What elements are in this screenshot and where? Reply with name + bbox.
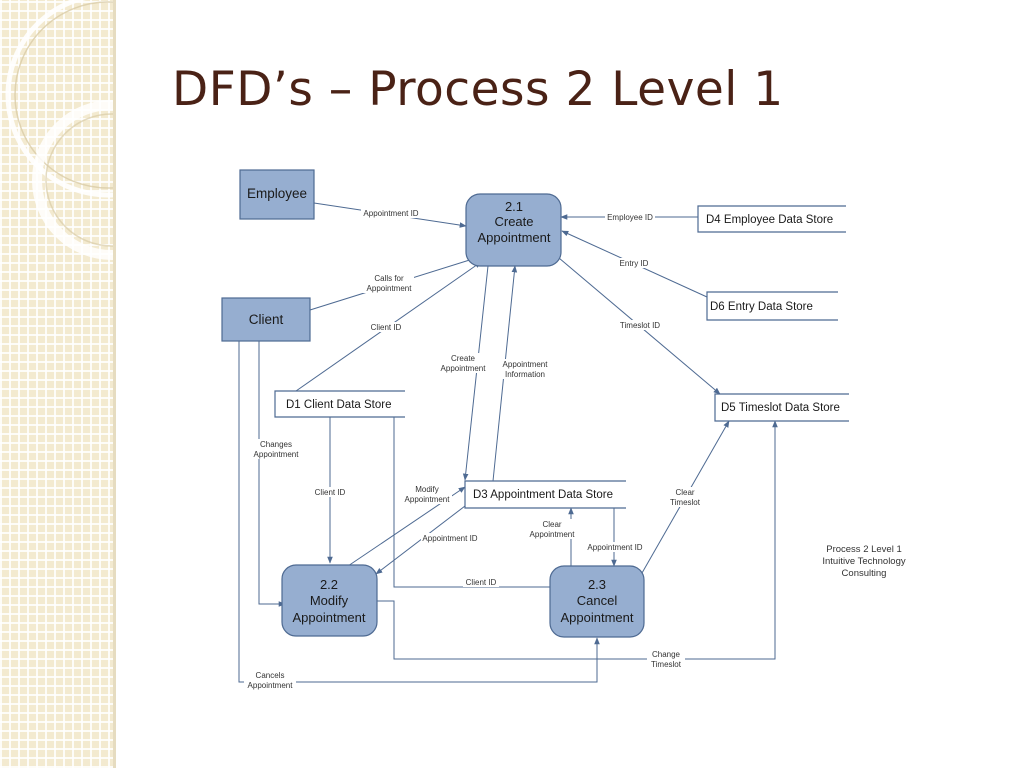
sidebar-rings-graphic: [5, 0, 113, 260]
flow-d1-to-cancel: [393, 417, 556, 606]
flow-label-modify: Modify: [415, 485, 439, 494]
process-2-2-line2: Appointment: [293, 610, 366, 625]
flow-client-to-modify: [258, 341, 286, 607]
sidebar-divider: [113, 0, 116, 768]
process-2-3-number: 2.3: [588, 577, 606, 592]
process-2-3-line2: Appointment: [561, 610, 634, 625]
data-store-d6-label: D6 Entry Data Store: [710, 301, 813, 313]
data-store-d4-label: D4 Employee Data Store: [706, 214, 833, 226]
flow-label-client-id-modify: Client ID: [315, 488, 346, 497]
flow-label-appointment-id-cancel: Appointment ID: [587, 543, 642, 552]
flow-label-clear-timeslot: Timeslot: [670, 498, 701, 507]
process-2-2-line1: Modify: [310, 593, 349, 608]
data-store-d3-label: D3 Appointment Data Store: [473, 489, 613, 501]
flow-label-modify-appointment: Appointment: [405, 495, 451, 504]
flow-label-cancels-appointment: Appointment: [248, 681, 294, 690]
flow-label-change-timeslot: Timeslot: [651, 660, 682, 669]
entity-employee: Employee: [239, 169, 315, 220]
flow-label-entry-id: Entry ID: [620, 259, 649, 268]
flow-client-to-cancel: [238, 341, 600, 683]
flow-label-clear-appointment: Appointment: [530, 530, 576, 539]
flow-label-clear: Clear: [542, 520, 561, 529]
flow-label-appointment-id-modify: Appointment ID: [422, 534, 477, 543]
decorative-sidebar: [0, 0, 113, 768]
process-2-1-create-appointment: 2.1 Create Appointment: [465, 193, 562, 267]
process-2-1-number: 2.1: [505, 199, 523, 214]
flow-label-employee-id: Employee ID: [607, 213, 653, 222]
flow-d3-to-modify: [375, 505, 466, 575]
diagram-caption: Process 2 Level 1 Intuitive Technology C…: [822, 544, 906, 579]
caption-line-1: Process 2 Level 1: [826, 544, 902, 555]
data-store-d6-entry: D6 Entry Data Store: [706, 291, 838, 321]
data-store-d4-employee: D4 Employee Data Store: [697, 205, 846, 233]
data-store-d5-label: D5 Timeslot Data Store: [721, 402, 840, 414]
entity-employee-label: Employee: [247, 186, 307, 201]
flow-label-changes-appointment: Appointment: [254, 450, 300, 459]
flow-modify-to-d5: [377, 420, 778, 660]
process-2-2-modify-appointment: 2.2 Modify Appointment: [281, 564, 378, 637]
process-2-3-line1: Cancel: [577, 593, 618, 608]
caption-line-3: Consulting: [842, 568, 887, 579]
flow-label-cancels: Cancels: [256, 671, 285, 680]
flow-label-client-id: Client ID: [371, 323, 402, 332]
caption-line-2: Intuitive Technology: [822, 556, 906, 567]
data-store-d3-appointment: D3 Appointment Data Store: [464, 480, 626, 509]
flow-label-client-id-cancel: Client ID: [466, 578, 497, 587]
flow-label-appointment: Appointment: [503, 360, 549, 369]
flow-label-calls-for: Calls for: [374, 274, 404, 283]
entity-client-label: Client: [249, 312, 284, 327]
process-2-3-cancel-appointment: 2.3 Cancel Appointment: [549, 565, 645, 638]
data-store-d1-label: D1 Client Data Store: [286, 399, 391, 411]
slide-title: DFD’s – Process 2 Level 1: [172, 62, 784, 117]
flow-label-changes: Changes: [260, 440, 292, 449]
process-2-1-line2: Appointment: [478, 230, 551, 245]
entity-client: Client: [221, 297, 311, 342]
flow-label-appointment-id: Appointment ID: [363, 209, 418, 218]
process-2-2-number: 2.2: [320, 577, 338, 592]
flow-label-clear-ts: Clear: [675, 488, 694, 497]
flow-label-change: Change: [652, 650, 681, 659]
flow-label-timeslot-id: Timeslot ID: [620, 321, 660, 330]
data-store-d1-client: D1 Client Data Store: [274, 390, 405, 418]
flow-label-calls-for-appointment: Appointment: [367, 284, 413, 293]
process-2-1-line1: Create: [494, 214, 533, 229]
flow-label-create-appointment: Appointment: [441, 364, 487, 373]
flow-label-create: Create: [451, 354, 476, 363]
data-store-d5-timeslot: D5 Timeslot Data Store: [714, 393, 849, 422]
flow-label-appointment-information: Information: [505, 370, 545, 379]
